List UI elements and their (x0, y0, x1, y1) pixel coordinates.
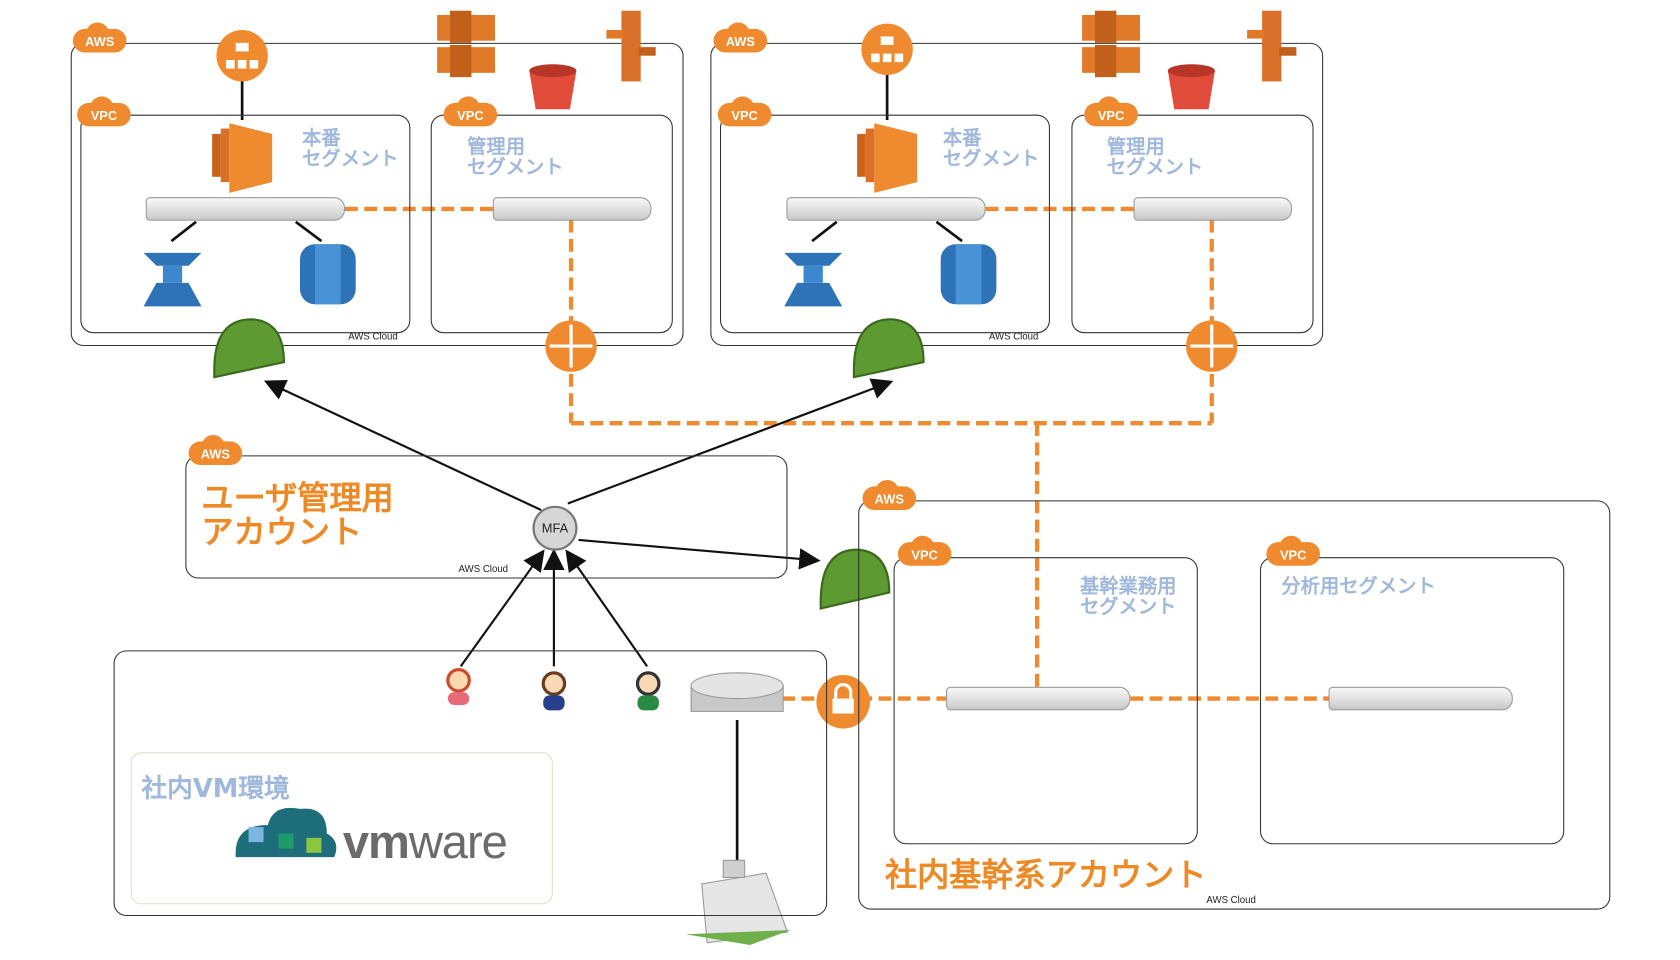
subnet-bar (492, 197, 652, 221)
aws-cloud-label: AWS Cloud (458, 563, 509, 575)
vmware-logo-icon (235, 807, 337, 858)
vpn-gateway-icon (545, 320, 597, 372)
route53-icon (1247, 10, 1297, 82)
iam-helmet-icon (819, 548, 891, 610)
vpc-core-business (893, 557, 1198, 845)
vpc-analytics (1259, 557, 1565, 845)
subnet-bar (1133, 197, 1293, 221)
router-icon (690, 672, 784, 712)
vpc-icon: VPC (443, 96, 498, 128)
user-icon (635, 671, 661, 711)
user-icon (446, 668, 471, 705)
segment-label-management: 管理用 セグメント (1106, 136, 1204, 179)
s3-bucket-icon (529, 64, 577, 110)
aws-account-box-2 (710, 42, 1324, 347)
user-icon (541, 671, 567, 711)
subnet-bar (145, 197, 345, 221)
elastic-cache-icon (143, 252, 202, 307)
lock-vpn-icon (816, 674, 870, 729)
user-management-account-box (185, 455, 788, 579)
subnet-bar (946, 686, 1131, 711)
vpc-icon: VPC (1266, 535, 1320, 568)
ec2-instance-icon (212, 123, 273, 193)
segment-label-production: 本番 セグメント (302, 127, 399, 171)
load-balancer-icon (216, 29, 268, 82)
user-management-account-title: ユーザ管理用 アカウント (201, 479, 394, 552)
rds-database-icon (940, 244, 997, 305)
core-account-title: 社内基幹系アカウント (884, 857, 1207, 895)
aws-account-box-1 (70, 42, 684, 347)
aws-cloud-label: AWS Cloud (1206, 894, 1256, 906)
iam-helmet-icon (852, 318, 925, 379)
aws-cloud-icon: AWS (713, 22, 768, 54)
mfa-node: MFA (532, 505, 578, 551)
vmware-wordmark: vmware (342, 816, 508, 869)
solid-links (170, 74, 963, 879)
segment-label-analytics: 分析用セグメント (1281, 575, 1436, 598)
subnet-bar (1328, 686, 1513, 711)
elastic-cache-icon (784, 252, 843, 307)
office-building-icon (685, 859, 791, 945)
vm-environment-box (130, 752, 553, 905)
core-account-box (858, 500, 1611, 910)
vpc-icon: VPC (1084, 96, 1138, 128)
vpc-icon: VPC (897, 535, 952, 568)
aws-cloud-icon: AWS (188, 434, 243, 467)
cloudfront-icon (437, 10, 495, 78)
auth-arrows (263, 378, 894, 668)
aws-cloud-icon: AWS (862, 479, 917, 512)
aws-cloud-icon: AWS (72, 22, 127, 54)
segment-label-management: 管理用 セグメント (467, 136, 564, 179)
aws-cloud-label: AWS Cloud (988, 331, 1039, 342)
vpn-gateway-icon (1186, 320, 1238, 372)
segment-label-production: 本番 セグメント (942, 127, 1040, 171)
load-balancer-icon (861, 23, 913, 75)
s3-bucket-icon (1167, 64, 1215, 110)
segment-label-core-business: 基幹業務用 セグメント (1079, 575, 1177, 619)
iam-helmet-icon (213, 318, 285, 379)
vm-environment-title: 社内VM環境 (141, 773, 290, 804)
ec2-instance-icon (857, 123, 918, 193)
subnet-bar (786, 197, 986, 221)
onprem-box (113, 650, 828, 917)
aws-cloud-label: AWS Cloud (348, 331, 398, 342)
vpc-icon: VPC (717, 96, 772, 128)
rds-database-icon (299, 244, 356, 305)
route53-icon (606, 10, 656, 82)
cloudfront-icon (1082, 10, 1140, 78)
vpc-icon: VPC (77, 96, 131, 128)
